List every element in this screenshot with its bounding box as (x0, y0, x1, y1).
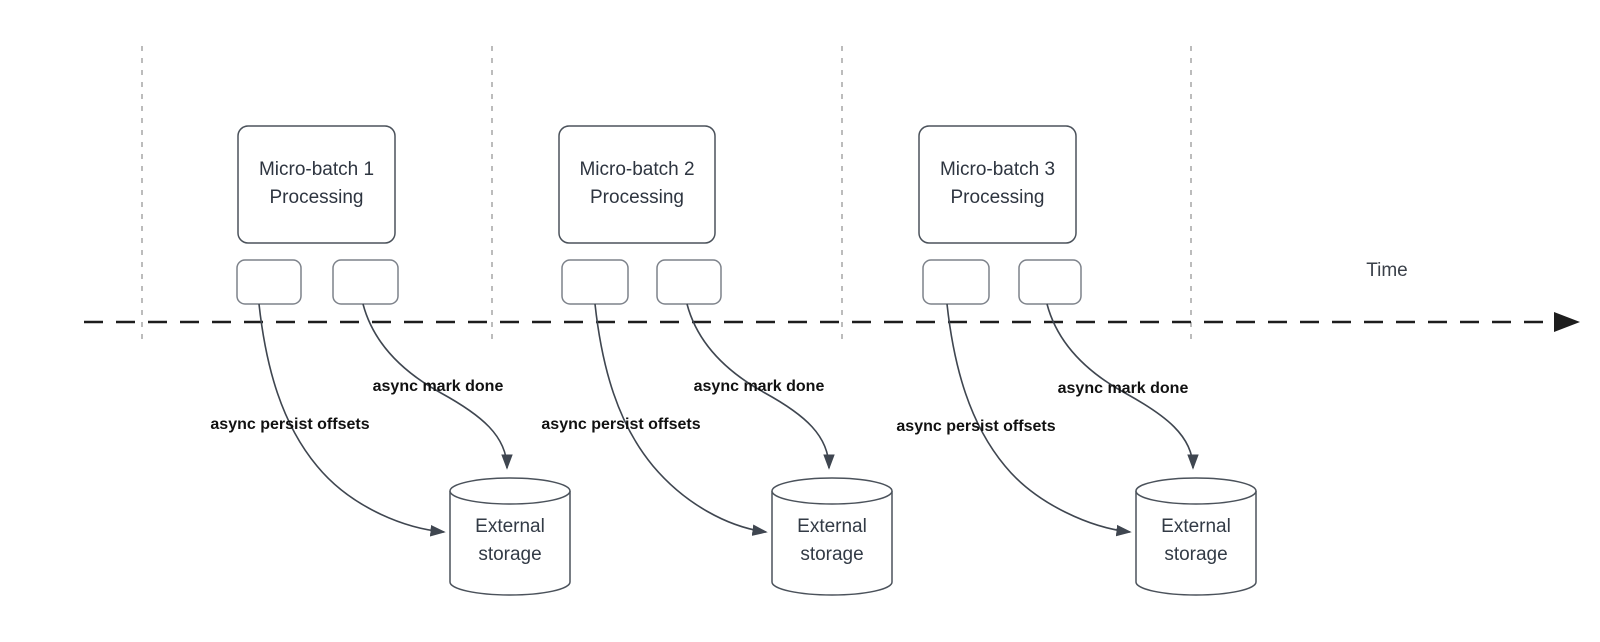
micro-batch-3-title-line1: Micro-batch 3 (939, 159, 1056, 180)
storage-cylinder-3-body (1135, 491, 1257, 596)
micro-batch-2-title-line1: Micro-batch 2 (579, 159, 695, 180)
batch-1-mark-done-arrow (362, 303, 513, 470)
storage-1-label-line1: External (475, 516, 545, 537)
batch-3-done-task-box (1018, 259, 1082, 305)
batch-2-mark-done-arrow (686, 303, 835, 470)
storage-3-label-line1: External (1161, 516, 1231, 537)
batch-3-mark-done-arrow (1046, 303, 1199, 470)
batch-3-persist-offsets-label: async persist offsets (896, 418, 1056, 435)
micro-batch-2-box (558, 125, 716, 244)
batch-2-persist-offsets-label: async persist offsets (541, 416, 701, 433)
micro-batch-1-title: Micro-batch 1 Processing (238, 156, 395, 212)
micro-batch-1-title-line2: Processing (269, 187, 364, 208)
batch-2-done-task-box (656, 259, 722, 305)
storage-cylinder-2 (771, 477, 893, 596)
micro-batch-3-box (918, 125, 1077, 244)
batch-1-mark-done-label: async mark done (372, 378, 504, 395)
micro-batch-1-box (237, 125, 396, 244)
time-axis-arrowhead (1554, 312, 1580, 332)
storage-1-label: External storage (450, 513, 570, 569)
batch-3-offsets-task-box (922, 259, 990, 305)
batch-3-persist-offsets-arrow (946, 303, 1132, 537)
micro-batch-2-title: Micro-batch 2 Processing (559, 156, 715, 212)
storage-cylinder-2-body (771, 491, 893, 596)
storage-cylinder-3 (1135, 477, 1257, 596)
storage-3-label-line2: storage (1164, 544, 1228, 565)
storage-2-label-line2: storage (800, 544, 864, 565)
batch-1-offsets-task-box (236, 259, 302, 305)
storage-2-label-line1: External (797, 516, 867, 537)
storage-cylinder-3-top (1135, 477, 1257, 505)
batch-1-done-task-box (332, 259, 399, 305)
storage-cylinder-1-body (449, 491, 571, 596)
batch-3-mark-done-label: async mark done (1057, 380, 1189, 397)
micro-batch-1-title-line1: Micro-batch 1 (258, 159, 375, 180)
batch-2-offsets-task-box (561, 259, 629, 305)
micro-batch-2-title-line2: Processing (590, 187, 684, 208)
storage-cylinder-1-top (449, 477, 571, 505)
storage-cylinder-1 (449, 477, 571, 596)
batch-2-mark-done-label: async mark done (693, 378, 825, 395)
batch-1-persist-offsets-label: async persist offsets (210, 416, 370, 433)
micro-batch-3-title-line2: Processing (950, 187, 1045, 208)
storage-cylinder-2-top (771, 477, 893, 505)
batch-2-persist-offsets-arrow (594, 303, 768, 536)
storage-1-label-line2: storage (478, 544, 542, 565)
time-axis-label: Time (1366, 260, 1408, 281)
micro-batch-3-title: Micro-batch 3 Processing (919, 156, 1076, 212)
storage-2-label: External storage (772, 513, 892, 569)
storage-3-label: External storage (1136, 513, 1256, 569)
batch-1-persist-offsets-arrow (258, 303, 446, 537)
